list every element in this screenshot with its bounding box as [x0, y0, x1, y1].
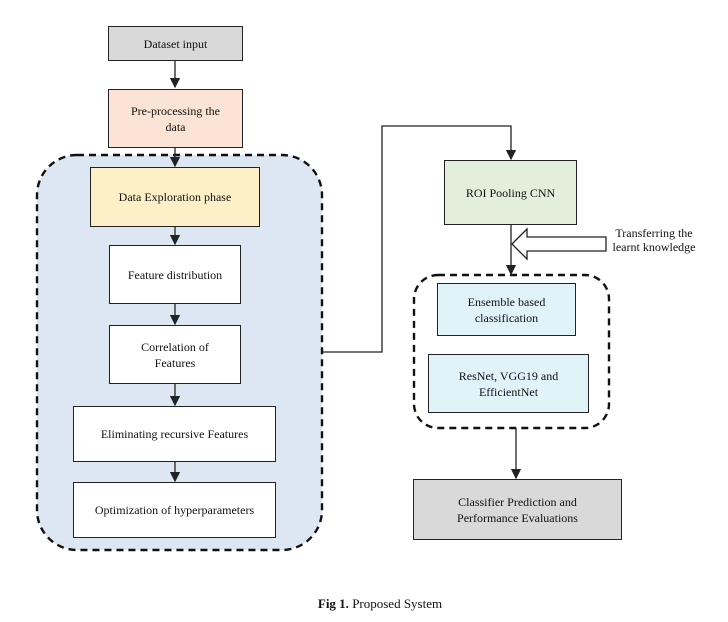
optimization-label: Optimization of hyperparameters [94, 503, 255, 517]
transfer-line-2: learnt knowledge [612, 240, 696, 254]
caption-label: Fig 1. [317, 596, 349, 611]
caption-text: Proposed System [352, 596, 443, 611]
feature-distribution-label: Feature distribution [127, 267, 223, 282]
connector-group-to-roi [322, 125, 517, 353]
eliminating-features-label: Eliminating recursive Features [100, 427, 249, 441]
transfer-annotation: Transferring the learnt knowledge [606, 226, 702, 254]
transfer-knowledge-arrow [511, 227, 607, 261]
dataset-input-label: Dataset input [143, 36, 208, 51]
eliminating-features-box: Eliminating recursive Features [73, 406, 276, 462]
ensemble-box: Ensemble based classification [437, 283, 576, 336]
figure-caption: Fig 1. Proposed System [0, 596, 728, 612]
correlation-box: Correlation of Features [109, 325, 241, 384]
transfer-line-1: Transferring the [615, 226, 693, 240]
optimization-box: Optimization of hyperparameters [73, 482, 276, 538]
preprocessing-label: Pre-processing the data [131, 103, 220, 134]
classifier-box: Classifier Prediction and Performance Ev… [413, 479, 622, 540]
dataset-input-box: Dataset input [108, 26, 243, 61]
ensemble-label: Ensemble based classification [467, 294, 546, 325]
data-exploration-box: Data Exploration phase [90, 167, 260, 227]
models-box: ResNet, VGG19 and EfficientNet [428, 354, 589, 413]
preprocessing-box: Pre-processing the data [108, 89, 243, 148]
correlation-label: Correlation of Features [141, 339, 209, 370]
data-exploration-label: Data Exploration phase [118, 190, 232, 204]
feature-distribution-box: Feature distribution [109, 245, 241, 304]
roi-pooling-box: ROI Pooling CNN [444, 160, 577, 225]
roi-pooling-label: ROI Pooling CNN [465, 185, 556, 200]
classifier-label: Classifier Prediction and Performance Ev… [457, 494, 578, 525]
models-label: ResNet, VGG19 and EfficientNet [458, 368, 559, 399]
